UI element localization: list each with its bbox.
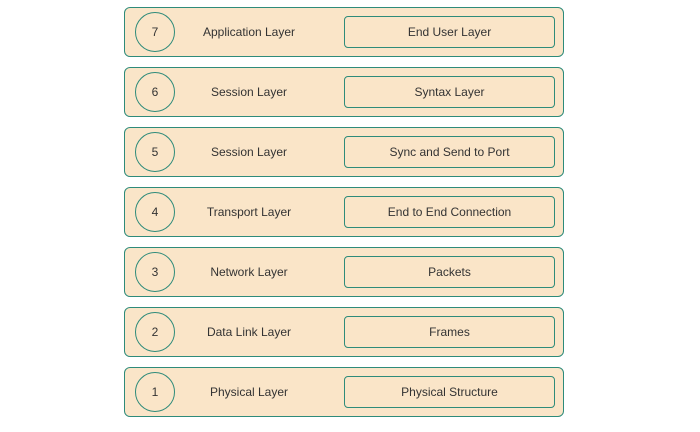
layer-number-badge: 7 <box>135 12 175 52</box>
layer-description-box: Frames <box>344 316 555 348</box>
layer-number-badge: 6 <box>135 72 175 112</box>
layer-row: 4 Transport Layer End to End Connection <box>124 187 564 237</box>
layer-number-badge: 1 <box>135 372 175 412</box>
layer-number-badge: 4 <box>135 192 175 232</box>
layer-number-badge: 2 <box>135 312 175 352</box>
layer-description-box: Physical Structure <box>344 376 555 408</box>
layer-row: 3 Network Layer Packets <box>124 247 564 297</box>
layer-name: Session Layer <box>210 85 288 99</box>
layer-row: 5 Session Layer Sync and Send to Port <box>124 127 564 177</box>
layer-description-box: Syntax Layer <box>344 76 555 108</box>
layer-description-box: Sync and Send to Port <box>344 136 555 168</box>
layer-name: Physical Layer <box>209 385 289 399</box>
layer-row: 6 Session Layer Syntax Layer <box>124 67 564 117</box>
layer-row: 1 Physical Layer Physical Structure <box>124 367 564 417</box>
layer-number-badge: 5 <box>135 132 175 172</box>
layer-name: Session Layer <box>210 145 288 159</box>
layer-name: Network Layer <box>210 265 288 279</box>
layer-number-badge: 3 <box>135 252 175 292</box>
layer-description-box: End User Layer <box>344 16 555 48</box>
layer-name: Data Link Layer <box>206 325 292 339</box>
layer-description-box: Packets <box>344 256 555 288</box>
layer-row: 2 Data Link Layer Frames <box>124 307 564 357</box>
layer-row: 7 Application Layer End User Layer <box>124 7 564 57</box>
layer-description-box: End to End Connection <box>344 196 555 228</box>
layer-name: Transport Layer <box>206 205 292 219</box>
layer-name: Application Layer <box>202 25 296 39</box>
